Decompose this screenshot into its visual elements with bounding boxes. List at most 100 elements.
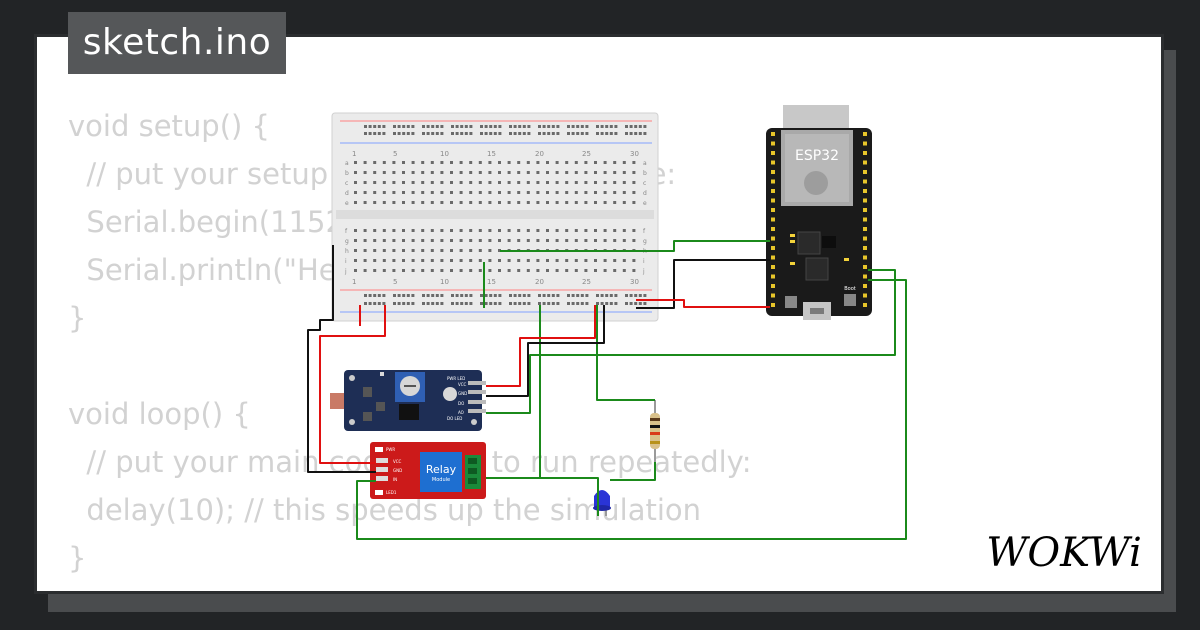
breadboard-hole [430, 171, 434, 174]
esp32-pin [771, 217, 775, 222]
breadboard-hole [489, 294, 493, 297]
breadboard-row-letters: a b c d e f g h i j a b c d e f g h i j [344, 160, 647, 275]
breadboard-hole [513, 125, 517, 128]
breadboard-hole [459, 269, 463, 272]
esp32-pin [863, 141, 867, 146]
breadboard-hole [594, 229, 597, 232]
row-letter: c [345, 180, 348, 187]
relay-title: Relay [426, 463, 457, 476]
breadboard-hole [392, 249, 396, 252]
esp32-pin [771, 274, 775, 279]
breadboard-hole [469, 201, 473, 204]
breadboard-hole [603, 181, 607, 184]
ldr-sensor-module[interactable]: PWR LED VCC GND DO AO DO LED [330, 370, 486, 431]
breadboard-hole [613, 171, 617, 174]
breadboard-hole [392, 229, 396, 232]
breadboard-hole [643, 132, 647, 135]
breadboard-hole [464, 302, 468, 305]
breadboard-hole [373, 201, 377, 204]
breadboard-hole [469, 239, 473, 242]
resistor[interactable] [650, 400, 660, 462]
breadboard-hole [373, 125, 377, 128]
breadboard-hole [571, 302, 575, 305]
breadboard-hole [584, 269, 588, 272]
breadboard-hole [614, 302, 618, 305]
breadboard-hole [613, 239, 617, 242]
breadboard-hole [469, 171, 473, 174]
breadboard-hole [603, 239, 607, 242]
breadboard-hole [574, 229, 578, 232]
breadboard-hole [480, 302, 483, 305]
breadboard-hole [488, 259, 492, 262]
breadboard-hole [411, 259, 415, 262]
breadboard-hole [632, 259, 636, 262]
breadboard-hole [565, 239, 569, 242]
breadboard-hole [464, 132, 468, 135]
breadboard-hole [373, 259, 377, 262]
breadboard-hole [382, 181, 386, 184]
breadboard-hole [440, 249, 444, 252]
wokwi-logo-text: WOKWi [986, 530, 1142, 576]
breadboard-hole [397, 125, 401, 128]
breadboard-hole [392, 191, 396, 194]
breadboard-hole [622, 259, 626, 262]
relay-module[interactable]: Relay Module VCC GND IN PWR LED1 [370, 442, 486, 499]
breadboard-hole [517, 171, 521, 174]
breadboard[interactable]: 1 5 10 15 20 25 30 1 5 10 15 20 25 30 a … [331, 112, 659, 322]
breadboard-hole [622, 181, 626, 184]
espressif-logo-icon [804, 171, 828, 195]
breadboard-hole [363, 191, 367, 194]
breadboard-hole [363, 181, 367, 184]
esp32-pin [863, 246, 867, 250]
breadboard-hole [574, 191, 578, 194]
relay-pin-label: IN [393, 477, 397, 482]
breadboard-hole [460, 302, 464, 305]
file-tab[interactable]: sketch.ino [68, 12, 286, 74]
row-letter: f [643, 228, 646, 235]
breadboard-hole [431, 125, 435, 128]
row-letter: i [643, 258, 645, 265]
breadboard-hole [574, 171, 578, 174]
breadboard-hole [411, 191, 415, 194]
breadboard-hole [565, 259, 569, 262]
ldr-label: PWR LED [447, 376, 465, 381]
esp32-board[interactable]: ESP32 Boot [766, 105, 872, 320]
breadboard-hole [613, 191, 617, 194]
breadboard-hole [426, 132, 430, 135]
breadboard-hole [489, 302, 493, 305]
breadboard-hole [450, 229, 453, 232]
breadboard-hole [547, 302, 551, 305]
breadboard-hole [596, 294, 599, 297]
column-number: 30 [630, 150, 639, 158]
led[interactable] [593, 490, 611, 516]
breadboard-hole [373, 269, 377, 272]
breadboard-hole [478, 171, 482, 174]
breadboard-hole [421, 191, 425, 194]
breadboard-hole [585, 132, 589, 135]
breadboard-hole [526, 239, 530, 242]
breadboard-hole [643, 302, 647, 305]
breadboard-hole [584, 161, 588, 164]
breadboard-hole [411, 201, 415, 204]
breadboard-hole [382, 294, 386, 297]
breadboard-hole [422, 294, 425, 297]
breadboard-hole [536, 239, 540, 242]
breadboard-hole [498, 125, 502, 128]
breadboard-hole [488, 191, 492, 194]
breadboard-hole [600, 132, 604, 135]
breadboard-hole [622, 161, 626, 164]
breadboard-hole [377, 132, 381, 135]
breadboard-hole [382, 239, 386, 242]
breadboard-hole [421, 181, 425, 184]
breadboard-hole [489, 132, 493, 135]
column-number: 10 [440, 278, 449, 286]
esp32-pin [863, 151, 867, 155]
breadboard-hole [547, 132, 551, 135]
breadboard-hole [373, 191, 377, 194]
breadboard-hole [382, 201, 386, 204]
column-number: 1 [352, 150, 356, 158]
code-line: void setup() { [68, 109, 270, 143]
breadboard-hole [411, 249, 415, 252]
breadboard-hole [392, 181, 396, 184]
relay-pin-label: VCC [393, 459, 402, 464]
